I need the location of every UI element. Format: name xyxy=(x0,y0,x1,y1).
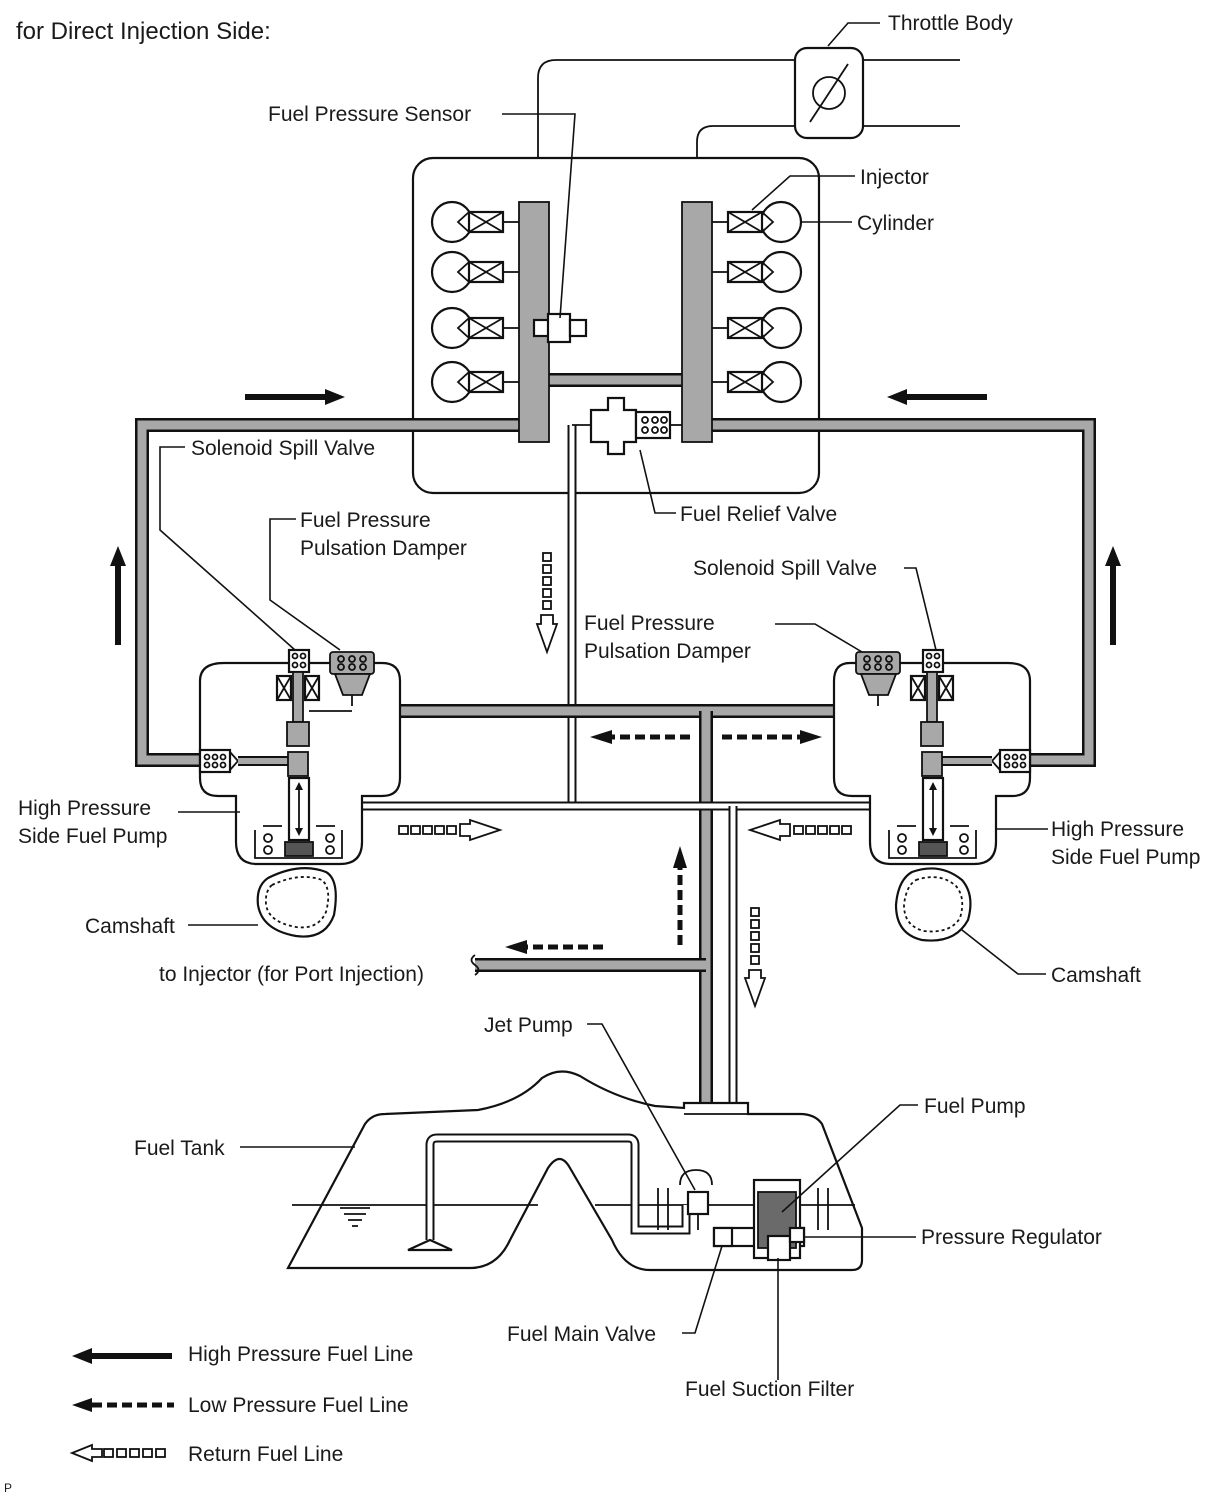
camshaft-left-inner xyxy=(264,876,330,929)
label-fuel-pressure-sensor: Fuel Pressure Sensor xyxy=(268,103,471,126)
label-damper-left-1: Fuel Pressure xyxy=(300,509,431,532)
diagram-title: for Direct Injection Side: xyxy=(16,18,271,45)
legend-item-high-pressure: High Pressure Fuel Line xyxy=(72,1343,413,1366)
flow-arrows xyxy=(110,389,1121,1009)
label-camshaft-left: Camshaft xyxy=(85,915,175,938)
throttle-body xyxy=(793,46,865,140)
label-pressure-regulator: Pressure Regulator xyxy=(921,1226,1102,1249)
label-fuel-suction-filter: Fuel Suction Filter xyxy=(685,1378,854,1401)
label-damper-center-1: Fuel Pressure xyxy=(584,612,715,635)
label-hp-pump-right-1: High Pressure xyxy=(1051,818,1184,841)
fuel-pressure-sensor xyxy=(532,312,588,344)
cylinder xyxy=(430,200,519,244)
cylinder xyxy=(430,360,519,404)
label-throttle-body: Throttle Body xyxy=(888,12,1013,35)
label-jet-pump: Jet Pump xyxy=(484,1014,573,1037)
legend-label: Low Pressure Fuel Line xyxy=(188,1394,409,1417)
return-line xyxy=(567,424,591,806)
intake-lines xyxy=(537,59,960,160)
label-fuel-main-valve: Fuel Main Valve xyxy=(507,1323,656,1346)
low-pressure-pipe xyxy=(300,704,930,1230)
right-bank xyxy=(712,200,803,404)
label-fuel-relief-valve: Fuel Relief Valve xyxy=(680,503,837,526)
cylinder xyxy=(712,250,803,294)
legend-item-return: Return Fuel Line xyxy=(69,1443,343,1466)
legend-label: High Pressure Fuel Line xyxy=(188,1343,413,1366)
left-bank xyxy=(430,200,519,404)
label-hp-pump-right-2: Side Fuel Pump xyxy=(1051,846,1200,869)
cylinder xyxy=(430,250,519,294)
label-camshaft-right: Camshaft xyxy=(1051,964,1141,987)
legend: High Pressure Fuel Line Low Pressure Fue… xyxy=(69,1343,413,1466)
pipe-end xyxy=(470,954,480,976)
label-hp-pump-left-2: Side Fuel Pump xyxy=(18,825,167,848)
label-hp-pump-left-1: High Pressure xyxy=(18,797,151,820)
cylinder xyxy=(712,306,803,350)
hp-fuel-pump-left xyxy=(198,648,402,866)
cylinder xyxy=(712,200,803,244)
label-fuel-pump: Fuel Pump xyxy=(924,1095,1026,1118)
camshaft-right xyxy=(894,867,972,942)
delivery-rail-right xyxy=(681,201,713,443)
cylinder xyxy=(430,306,519,350)
label-solenoid-spill-valve-right: Solenoid Spill Valve xyxy=(693,557,877,580)
legend-label: Return Fuel Line xyxy=(188,1443,343,1466)
label-injector: Injector xyxy=(860,166,929,189)
fuel-tank xyxy=(286,1070,864,1272)
hp-fuel-pump-right xyxy=(832,648,1032,866)
camshaft-left xyxy=(256,867,337,938)
high-pressure-pipe xyxy=(135,373,1096,767)
label-damper-center-2: Pulsation Damper xyxy=(584,640,751,663)
label-to-injector-port: to Injector (for Port Injection) xyxy=(159,963,424,986)
label-fuel-tank: Fuel Tank xyxy=(134,1137,225,1160)
cylinder xyxy=(712,360,803,404)
label-damper-left-2: Pulsation Damper xyxy=(300,537,467,560)
fuel-relief-valve xyxy=(589,396,682,456)
legend-item-low-pressure: Low Pressure Fuel Line xyxy=(72,1394,409,1417)
footer-mark: P xyxy=(4,1481,12,1495)
engine-block xyxy=(411,156,821,495)
label-cylinder: Cylinder xyxy=(857,212,934,235)
label-solenoid-spill-valve-left: Solenoid Spill Valve xyxy=(191,437,375,460)
leader-lines xyxy=(159,22,1048,1380)
